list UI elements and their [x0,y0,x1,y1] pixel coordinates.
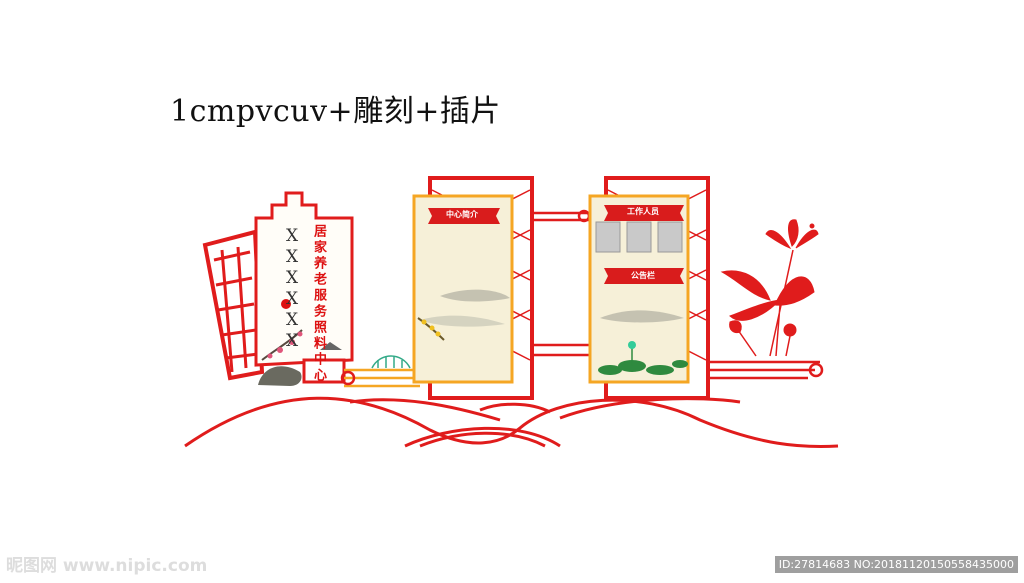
main-board-outline [254,191,354,384]
banner-center-intro: 中心简介 [446,210,478,219]
wave-decoration [184,396,839,449]
bridge-icon [371,355,411,369]
panel-two-frame [412,176,534,400]
lotus-leaves [598,341,688,375]
center-title: 居家养老服务照料中心 [311,224,326,384]
scroll-bars [340,209,824,388]
watermark-id: ID:27814683 NO:20181120150558435000 [774,556,1018,573]
lattice-window [202,229,265,381]
banner-staff: 工作人员 [627,207,659,216]
spec-caption: 1cmpvcuv+雕刻+插片 [170,94,501,129]
placeholder-text: XXXXXX [282,226,302,352]
watermark-site: 昵图网 www.nipic.com [6,556,208,576]
lotus-flower-decoration [720,219,819,357]
panel-three-frame [588,176,710,400]
banner-notice-board: 公告栏 [631,271,655,280]
ink-landscape [258,329,342,386]
